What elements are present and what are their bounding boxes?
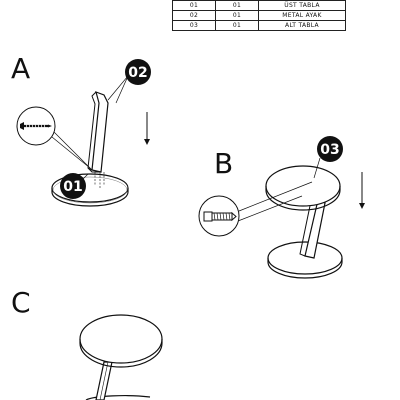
- badge-02-text: 02: [128, 65, 147, 81]
- part-name: ALT TABLA: [258, 20, 346, 31]
- step-c-label: C: [11, 286, 31, 319]
- leader-line: [53, 131, 93, 171]
- screw-icon: [203, 211, 237, 222]
- step-a-label: A: [11, 52, 31, 85]
- parts-table: 01 01 ÜST TABLA 02 01 METAL AYAK 03 01 A…: [172, 0, 346, 31]
- screw-callout-a: [16, 106, 56, 146]
- base-disc-a: [51, 173, 129, 207]
- badge-03-text: 03: [320, 142, 339, 158]
- metal-leg-a: [87, 91, 109, 173]
- upper-disc-c: [79, 314, 163, 368]
- table-row: 03 01 ALT TABLA: [172, 20, 346, 31]
- part-badge-02: 02: [107, 59, 151, 104]
- badge-01-text: 01: [63, 179, 82, 195]
- metal-leg-c: [95, 361, 113, 400]
- lower-disc-b: [267, 241, 343, 279]
- part-badge-03: 03: [313, 136, 343, 179]
- leader-line: [237, 195, 303, 222]
- step-b-label: B: [214, 147, 234, 180]
- upper-disc-b: [265, 165, 341, 211]
- lower-disc-c: [85, 395, 151, 400]
- screw-icon: [20, 122, 52, 130]
- step-b-diagram: 03: [198, 136, 365, 279]
- step-a-diagram: 02 01: [16, 59, 151, 207]
- leader-line: [51, 136, 91, 169]
- part-badge-01: 01: [60, 173, 89, 199]
- leader-line: [238, 181, 313, 212]
- screw-callout-b: [198, 195, 240, 237]
- step-c-diagram: [79, 314, 163, 400]
